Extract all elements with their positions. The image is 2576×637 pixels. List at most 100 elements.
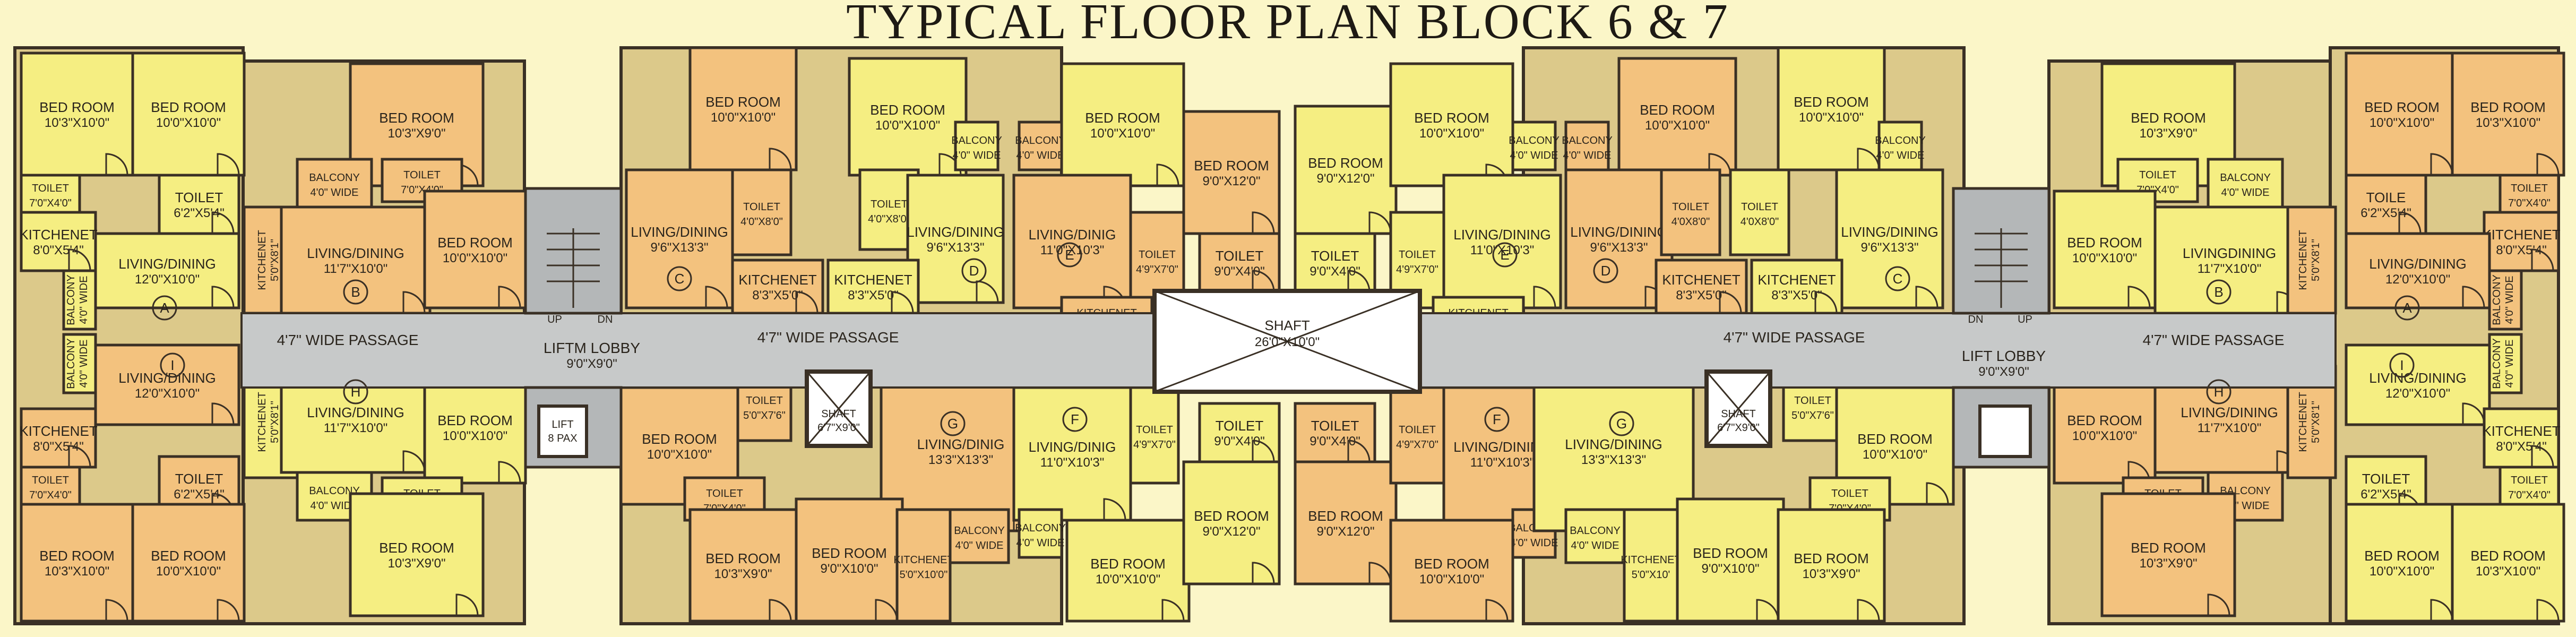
room-name: TOILET bbox=[1216, 248, 1264, 264]
room-dimension: 10'3"X9'0" bbox=[388, 126, 446, 141]
room-area bbox=[731, 168, 792, 256]
room-area bbox=[1777, 46, 1886, 171]
room-name: BALCONY bbox=[1015, 135, 1066, 147]
room-area bbox=[20, 174, 81, 214]
room-area bbox=[1065, 519, 1191, 623]
unit-tag-circle bbox=[1609, 411, 1634, 436]
door-swing bbox=[211, 286, 235, 308]
room-dimension: 4'0" WIDE bbox=[1016, 150, 1065, 161]
passage-label: 4'7" WIDE PASSAGE bbox=[1724, 329, 1865, 346]
room-name: TOILET bbox=[1399, 249, 1436, 261]
room-dimension: 5'0"X8'1" bbox=[2310, 401, 2322, 443]
room-area bbox=[280, 205, 432, 315]
door-swing bbox=[769, 148, 792, 170]
room-dimension: 12'0"X10'0" bbox=[135, 272, 200, 287]
room-name: TOILET bbox=[2362, 471, 2410, 487]
room-name: KITCHENET bbox=[256, 392, 268, 452]
door-swing bbox=[455, 593, 479, 616]
shaft-cross-line bbox=[1154, 290, 1420, 393]
door-swing bbox=[2531, 445, 2554, 468]
room-area bbox=[94, 343, 240, 426]
room-name: BED ROOM bbox=[642, 431, 717, 447]
room-dimension: 10'0"X10'0" bbox=[711, 110, 776, 125]
room-name: LIVING/DINING bbox=[118, 256, 216, 272]
door-swing bbox=[1814, 291, 1838, 314]
room-area bbox=[1389, 386, 1445, 485]
door-swing bbox=[2127, 286, 2151, 308]
room-name: BED ROOM bbox=[151, 548, 226, 564]
room-dimension: 4'0" WIDE bbox=[1563, 150, 1612, 161]
room-name: KITCHENET bbox=[834, 272, 912, 288]
shaft-dim: 6'7"X9'0" bbox=[1717, 422, 1760, 434]
room-dimension: 4'0" WIDE bbox=[953, 150, 1001, 161]
door-swing bbox=[1485, 599, 1509, 622]
room-name: TOILET bbox=[1311, 418, 1359, 434]
room-dimension: 5'0"X8'1" bbox=[269, 401, 281, 443]
room-name: BED ROOM bbox=[1194, 158, 1269, 174]
room-name: BALCONY bbox=[1570, 525, 1621, 537]
room-dimension: 10'3"X9'0" bbox=[1803, 567, 1860, 581]
lift-capacity: 8 PAX bbox=[548, 433, 577, 444]
room-area bbox=[1182, 460, 1281, 586]
room-area bbox=[296, 158, 373, 209]
door-swing bbox=[68, 445, 91, 468]
room-name: BALCONY bbox=[65, 274, 77, 325]
room-name: BALCONY bbox=[309, 172, 360, 184]
room-area bbox=[2488, 333, 2523, 394]
room-name: BED ROOM bbox=[705, 94, 781, 110]
room-name: BED ROOM bbox=[1414, 110, 1489, 126]
room-dimension: 4'0" WIDE bbox=[2504, 340, 2515, 388]
door-swing bbox=[1252, 562, 1275, 584]
room-dimension: 10'0"X10'0" bbox=[2370, 116, 2434, 130]
unit-tag-circle bbox=[343, 379, 368, 404]
room-area bbox=[2345, 174, 2427, 235]
room-name: BED ROOM bbox=[2131, 110, 2206, 126]
room-dimension: 10'3"X10'0" bbox=[45, 116, 109, 130]
unit-tag: D bbox=[969, 263, 979, 279]
room-dimension: 10'0"X10'0" bbox=[156, 116, 221, 130]
room-area bbox=[20, 466, 81, 506]
shaft-label: SHAFT bbox=[1721, 408, 1756, 420]
corridor-labels: 4'7" WIDE PASSAGE 4'7" WIDE PASSAGE 4'7"… bbox=[277, 314, 2285, 444]
room-dimension: 10'3"X9'0" bbox=[714, 567, 772, 581]
unit-tag: A bbox=[160, 300, 169, 316]
door-swing bbox=[2398, 211, 2422, 234]
room-dimension: 12'0"X10'0" bbox=[2385, 272, 2450, 287]
door-swing bbox=[2462, 286, 2485, 308]
door-swing bbox=[1252, 440, 1275, 462]
room-area bbox=[1655, 259, 1748, 315]
door-swing bbox=[105, 599, 128, 622]
room-name: BED ROOM bbox=[1414, 556, 1489, 572]
room-area bbox=[949, 508, 1010, 564]
room-name: TOILET bbox=[32, 475, 69, 486]
unit-tag-circle bbox=[940, 411, 966, 436]
unit-tag: B bbox=[351, 284, 360, 300]
room-area bbox=[1835, 168, 1944, 309]
room-name: TOILET bbox=[1139, 249, 1176, 261]
room-dimension: 9'6"X13'3" bbox=[1861, 240, 1919, 255]
unit-tag: B bbox=[2214, 284, 2223, 300]
room-name: LIVING/DINIG bbox=[917, 436, 1005, 452]
